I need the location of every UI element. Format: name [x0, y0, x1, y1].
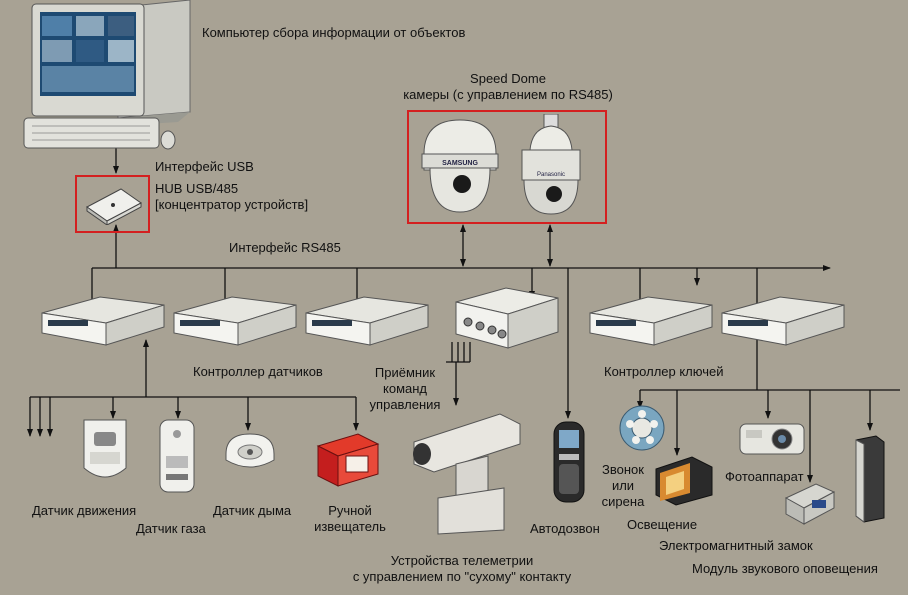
computer-icon	[23, 0, 191, 150]
panasonic-brand-text: Panasonic	[537, 172, 565, 178]
motion-sensor-label: Датчик движения	[32, 503, 137, 518]
gas-sensor-icon	[159, 419, 195, 493]
sensor-controller-2-icon	[173, 296, 297, 346]
command-receiver-icon	[455, 287, 559, 349]
hub-highlight-box	[75, 175, 150, 233]
lighting-floodlight-icon	[655, 456, 713, 506]
manual-call-point-label-line1: Ручной	[328, 503, 372, 518]
telemetry-label-line1: Устройства телеметрии	[390, 553, 534, 568]
key-controller-label: Контроллер ключей	[604, 364, 724, 379]
smoke-sensor-icon	[225, 433, 275, 468]
usb-hub-icon	[86, 188, 142, 225]
speed-dome-label-line2: камеры (с управлением по RS485)	[403, 87, 613, 102]
lighting-label: Освещение	[627, 517, 698, 532]
sensor-controller-1-icon	[41, 296, 165, 346]
motion-sensor-icon	[83, 419, 127, 478]
speed-dome-label-line1: Speed Dome	[470, 71, 546, 86]
samsung-brand-text: SAMSUNG	[442, 160, 478, 167]
usb-interface-label: Интерфейс USB	[155, 159, 254, 174]
hub-label-line2: [концентратор устройств]	[155, 197, 309, 212]
bell-label-line2: или	[611, 478, 635, 493]
panasonic-dome-camera-icon: Panasonic	[521, 114, 581, 215]
gas-sensor-label: Датчик газа	[136, 521, 206, 536]
telemetry-label-line2: с управлением по "сухому" контакту	[352, 569, 572, 584]
lock-label: Электромагнитный замок	[659, 538, 813, 553]
electromagnetic-lock-icon	[784, 483, 836, 525]
sensor-controller-3-icon	[305, 296, 429, 346]
audio-module-icon	[855, 435, 885, 523]
key-controller-1-icon	[589, 296, 713, 346]
telemetry-ptz-camera-icon	[413, 413, 521, 535]
sensor-controller-label: Контроллер датчиков	[193, 364, 323, 379]
receiver-label-line2: команд	[383, 381, 427, 396]
autodial-phone-icon	[553, 421, 585, 503]
audio-module-label: Модуль звукового оповещения	[692, 561, 878, 576]
rs485-label: Интерфейс RS485	[229, 240, 341, 255]
photo-camera-icon	[739, 423, 805, 455]
bell-label-line3: сирена	[601, 494, 645, 509]
samsung-dome-camera-icon: SAMSUNG	[421, 119, 499, 213]
bell-label-line1: Звонок	[602, 462, 644, 477]
autodial-label: Автодозвон	[530, 521, 600, 536]
manual-call-point-icon	[316, 433, 380, 487]
manual-call-point-label-line2: извещатель	[314, 519, 386, 534]
hub-label-line1: HUB USB/485	[155, 181, 239, 196]
cameras-highlight-box	[407, 110, 607, 224]
computer-label: Компьютер сбора информации от объектов	[202, 25, 466, 40]
key-controller-2-icon	[721, 296, 845, 346]
photo-camera-label: Фотоаппарат	[725, 469, 804, 484]
bell-siren-icon	[619, 405, 665, 451]
receiver-label-line1: Приёмник	[374, 365, 436, 380]
receiver-label-line3: управления	[369, 397, 441, 412]
smoke-sensor-label: Датчик дыма	[213, 503, 292, 518]
